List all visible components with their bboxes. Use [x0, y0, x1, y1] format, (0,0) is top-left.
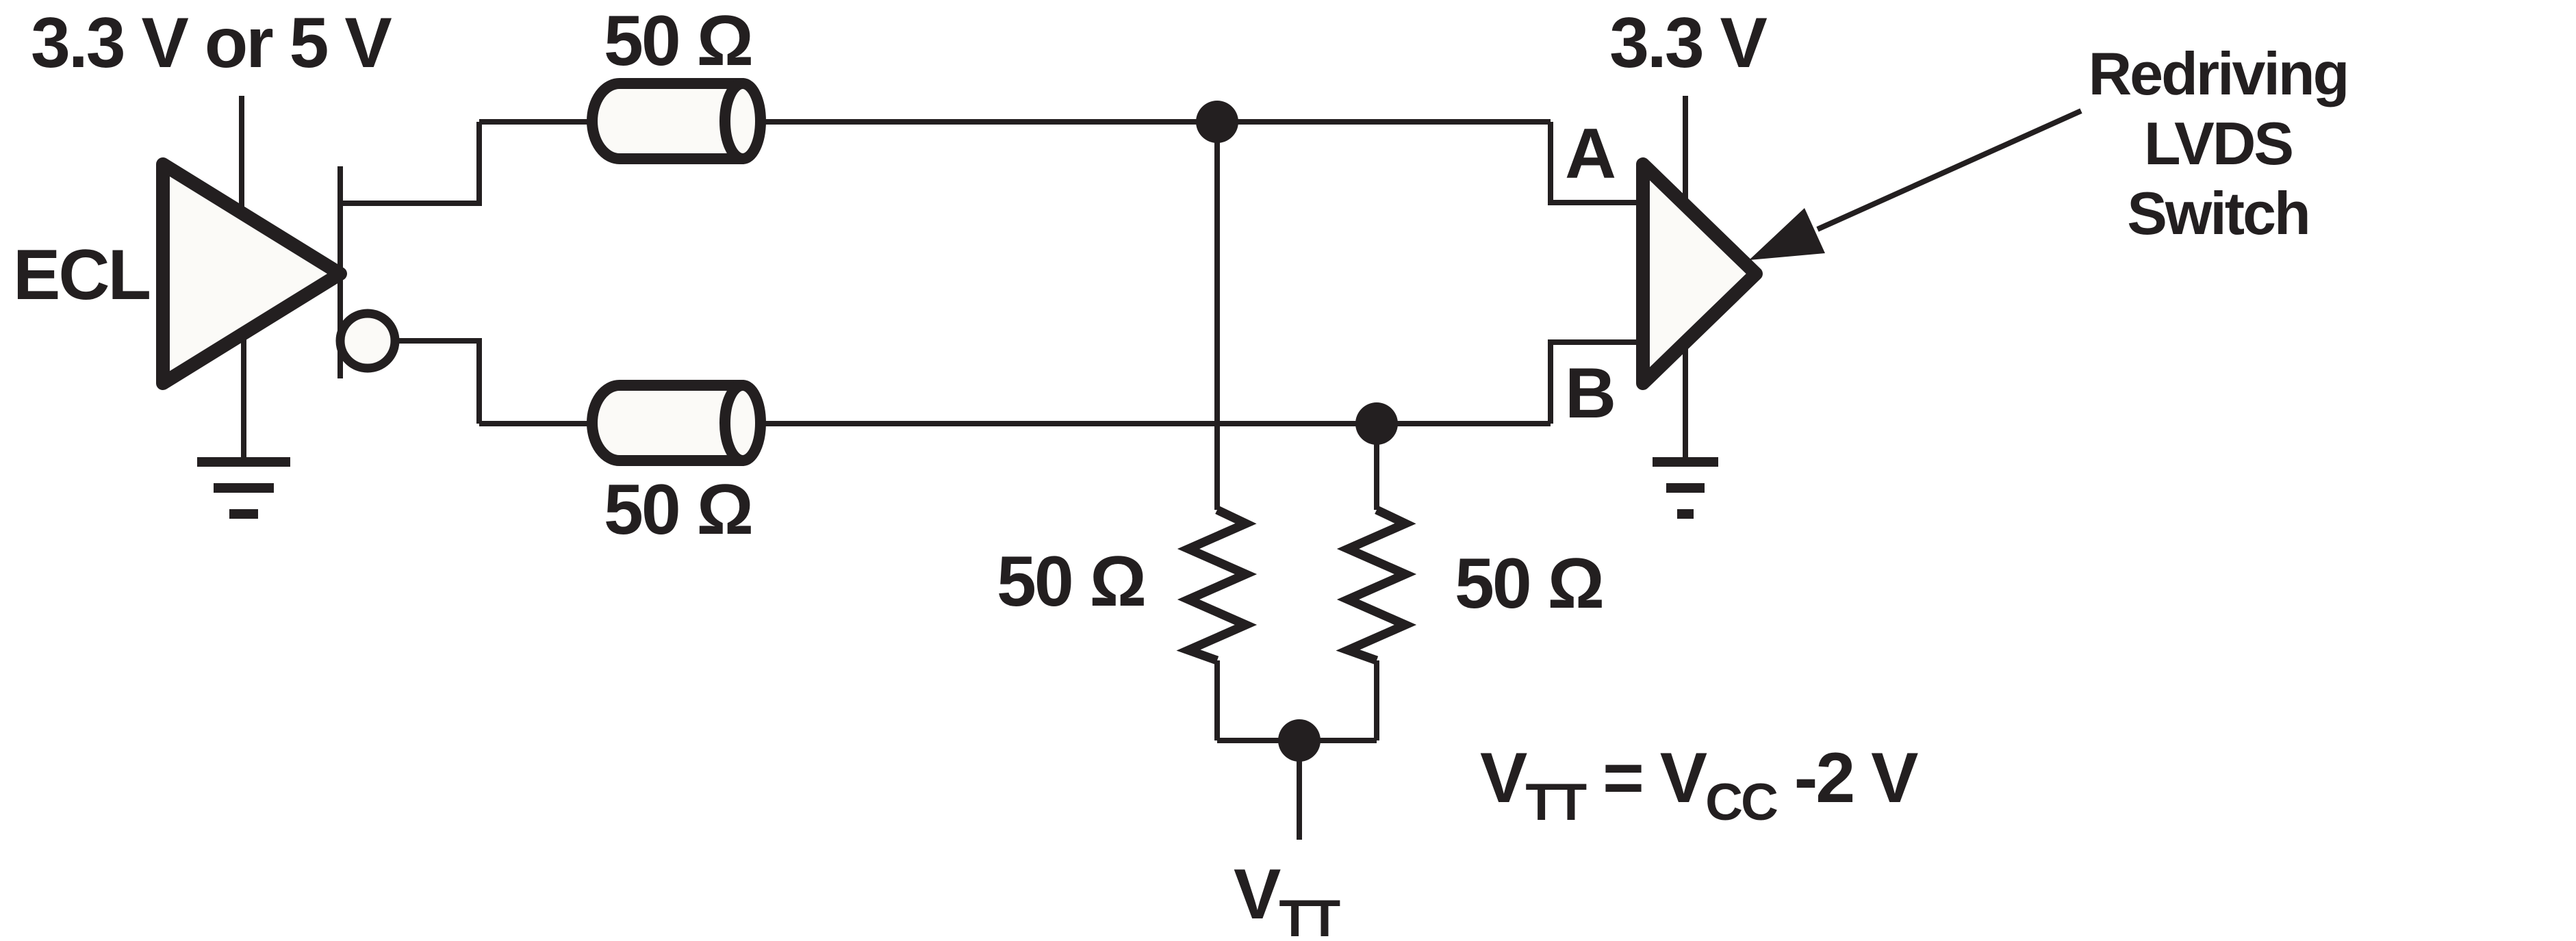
vtt-node-label: VTT — [1234, 855, 1340, 941]
label-left-supply: 3.3 V or 5 V — [31, 3, 392, 83]
label-res-right: 50 Ω — [1455, 544, 1603, 623]
label-input-a: A — [1565, 114, 1615, 194]
equation-tail: -2 V — [1776, 738, 1918, 818]
bottom-output-step — [395, 338, 482, 424]
inversion-bubble-icon — [335, 309, 400, 373]
ecl-driver-symbol — [156, 157, 347, 390]
vtt-equation: VTT = VCC -2 V — [1480, 738, 1918, 832]
receiver-note: Redriving LVDS Switch — [2089, 40, 2350, 247]
equation-v1: V — [1480, 738, 1527, 818]
transmission-line-symbol-top — [587, 78, 766, 164]
coax-body-top — [587, 78, 748, 164]
lvds-receiver-symbol — [1636, 157, 1763, 390]
pointer-arrowhead-icon — [1749, 208, 1825, 260]
b-input-step — [1548, 339, 1643, 424]
pointer-arrow-shaft — [1816, 108, 2082, 232]
resistor-zigzag-left — [1176, 506, 1258, 665]
vtt-label-sub: TT — [1279, 890, 1340, 941]
a-input-step — [1548, 122, 1643, 205]
junction-dot-top — [1196, 101, 1238, 143]
pointer-arrow — [1749, 108, 2082, 260]
label-right-supply: 3.3 V — [1609, 3, 1767, 83]
equation-mid: = V — [1585, 738, 1707, 818]
equation-sub-cc: CC — [1705, 773, 1777, 832]
transmission-line-symbol-bottom — [587, 380, 766, 466]
wires — [239, 96, 1688, 840]
note-line-2: LVDS — [2144, 109, 2292, 177]
junction-dot-vtt — [1278, 719, 1321, 762]
label-ecl: ECL — [13, 235, 149, 315]
coax-end-bottom — [719, 380, 766, 466]
lvds-ground-icon — [1653, 457, 1718, 519]
resistor-zigzag-right — [1336, 506, 1417, 665]
junction-dot-b — [1355, 402, 1398, 445]
coax-end-top — [719, 78, 766, 164]
note-line-3: Switch — [2127, 179, 2309, 247]
coax-body-bottom — [587, 380, 748, 466]
ecl-ground-icon — [197, 457, 290, 519]
equation-sub-tt: TT — [1525, 773, 1586, 832]
label-res-left: 50 Ω — [997, 542, 1145, 621]
vtt-label-v: V — [1234, 855, 1281, 934]
label-tline-top: 50 Ω — [604, 1, 752, 81]
top-output-step — [340, 122, 482, 206]
label-tline-bottom: 50 Ω — [604, 470, 752, 550]
note-line-1: Redriving — [2089, 40, 2348, 107]
label-input-b: B — [1565, 354, 1614, 433]
